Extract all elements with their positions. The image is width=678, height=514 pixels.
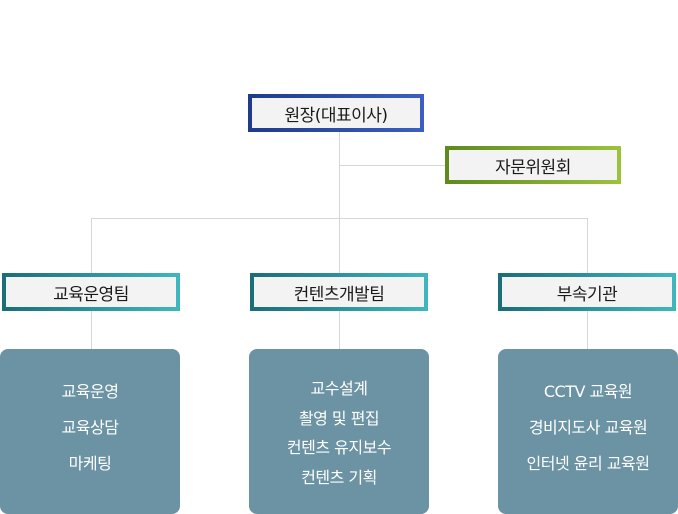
connector-advisory xyxy=(339,165,445,166)
team-label: 컨텐츠개발팀 xyxy=(293,284,385,305)
team-box-affiliated-institutions: 부속기관 xyxy=(498,273,676,311)
card-affiliated-institutions: CCTV 교육원 경비지도사 교육원 인터넷 윤리 교육원 xyxy=(498,349,678,514)
card-item: CCTV 교육원 xyxy=(543,382,633,401)
connector-horizontal-bus xyxy=(91,218,588,219)
card-item: 컨텐츠 유지보수 xyxy=(286,438,392,457)
team-label: 부속기관 xyxy=(556,284,618,305)
team-label: 교육운영팀 xyxy=(53,284,129,305)
card-item: 컨텐츠 기획 xyxy=(301,467,377,487)
ceo-box: 원장(대표이사) xyxy=(248,94,424,132)
connector-left-card xyxy=(91,311,92,349)
card-item: 교수설계 xyxy=(310,379,368,398)
card-item: 인터넷 윤리 교육원 xyxy=(526,454,650,473)
card-item: 촬영 및 편집 xyxy=(298,408,380,428)
advisory-committee-label: 자문위원회 xyxy=(495,157,571,178)
connector-ceo-trunk xyxy=(339,132,340,273)
team-box-education-operations: 교육운영팀 xyxy=(2,273,180,311)
ceo-label: 원장(대표이사) xyxy=(284,105,388,126)
card-content-development: 교수설계 촬영 및 편집 컨텐츠 유지보수 컨텐츠 기획 xyxy=(249,349,429,514)
team-box-content-development: 컨텐츠개발팀 xyxy=(250,273,428,311)
connector-center-card xyxy=(339,311,340,349)
card-education-operations: 교육운영 교육상담 마케팅 xyxy=(0,349,180,514)
card-item: 마케팅 xyxy=(68,454,112,473)
connector-right-drop xyxy=(587,218,588,273)
card-item: 교육운영 xyxy=(61,382,119,401)
card-item: 경비지도사 교육원 xyxy=(528,418,648,437)
connector-right-card xyxy=(587,311,588,349)
card-item: 교육상담 xyxy=(61,418,119,437)
advisory-committee-box: 자문위원회 xyxy=(445,146,621,184)
connector-left-drop xyxy=(91,218,92,273)
